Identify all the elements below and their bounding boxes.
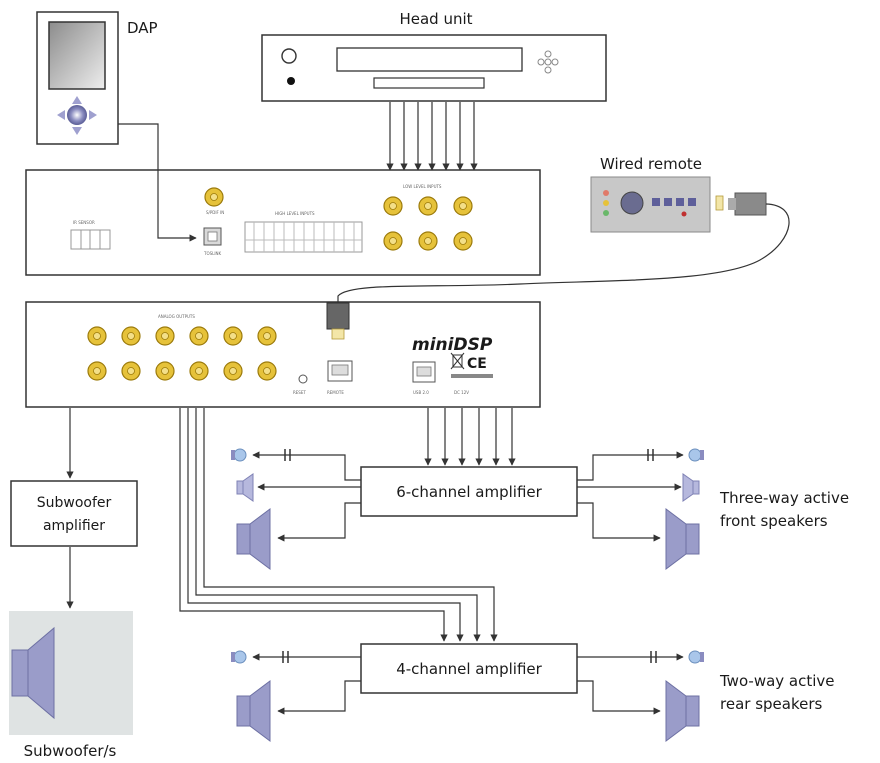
front-right-tweeter-icon	[688, 448, 704, 462]
six-channel-signal-wires	[424, 408, 516, 466]
remote-port-connector	[326, 302, 353, 382]
four-channel-amp-label: 4-channel amplifier	[396, 660, 542, 678]
dap-dpad-icon	[57, 96, 97, 135]
ce-mark: CE	[467, 356, 487, 372]
usb-port-icon	[412, 361, 436, 383]
processor-input-panel: IR SENSOR S/PDIF IN TOSLINK HIGH LEVEL I…	[25, 169, 541, 276]
terminal-block-left	[70, 229, 111, 250]
front-left-woofer-icon	[236, 508, 271, 570]
reset-button	[298, 374, 308, 384]
tiny-text-2: S/PDIF IN	[206, 210, 224, 215]
rear-left-tweeter-icon	[231, 650, 247, 664]
remote-button-4	[688, 198, 696, 206]
subwoofer-enclosure	[9, 611, 133, 735]
four-channel-signal-wires	[179, 408, 498, 642]
label-strip	[451, 374, 493, 378]
rear-right-woofer-icon	[665, 680, 700, 742]
dap-screen	[48, 21, 106, 90]
subwoofers-label: Subwoofer/s	[24, 742, 117, 760]
six-channel-amplifier-box	[360, 466, 578, 517]
remote-button-2	[664, 198, 672, 206]
analog-rca-outputs	[87, 326, 277, 381]
head-unit-display	[336, 47, 523, 72]
front-left-tweeter-icon	[231, 448, 247, 462]
remote-led-yellow-icon	[603, 200, 609, 206]
minidsp-logo: miniDSP	[412, 335, 493, 355]
head-unit-slot	[373, 77, 485, 89]
rear-right-speaker-wires	[577, 651, 684, 715]
tiny-text-3: TOSLINK	[203, 251, 222, 256]
front-right-midrange-icon	[682, 473, 700, 502]
remote-led-red-icon	[603, 190, 609, 196]
tiny-text-9: USB 2.0	[413, 390, 429, 395]
remote-led-green-icon	[603, 210, 609, 216]
remote-volume-knob-icon	[620, 191, 644, 215]
tiny-text-8: REMOTE	[327, 390, 344, 395]
weee-bin-icon	[450, 352, 465, 370]
wired-remote-label: Wired remote	[600, 155, 702, 173]
remote-plug-icon	[734, 192, 767, 216]
remote-button-1	[652, 198, 660, 206]
head-unit-power-icon	[287, 77, 295, 85]
high-level-terminal-block	[244, 221, 363, 253]
head-unit-device	[261, 34, 607, 102]
head-unit-buttons-icon	[537, 50, 559, 74]
front-right-woofer-icon	[665, 508, 700, 570]
rear-speakers-label-2: rear speakers	[720, 695, 822, 713]
six-channel-amp-label: 6-channel amplifier	[396, 483, 542, 501]
tiny-text-10: DC 12V	[454, 390, 469, 395]
front-speakers-label-2: front speakers	[720, 512, 828, 530]
front-speakers-label-1: Three-way active	[719, 489, 849, 507]
sub-amp-label-2: amplifier	[43, 518, 105, 534]
head-unit-knob-icon	[281, 48, 297, 64]
rear-left-woofer-icon	[236, 680, 271, 742]
remote-button-3	[676, 198, 684, 206]
rear-left-speaker-wires	[252, 651, 361, 715]
tiny-text-7: RESET	[293, 390, 306, 395]
dap-label: DAP	[127, 19, 158, 37]
remote-cable	[337, 203, 790, 303]
low-level-rca-inputs	[383, 196, 473, 251]
tiny-text-4: HIGH LEVEL INPUTS	[275, 211, 315, 216]
four-channel-amplifier-box	[360, 643, 578, 694]
tiny-text-5: LOW LEVEL INPUTS	[403, 184, 442, 189]
tiny-text-1: IR SENSOR	[73, 220, 95, 225]
wired-remote-device	[590, 176, 767, 233]
subwoofer-driver-icon	[11, 626, 55, 720]
dap-device	[36, 11, 119, 145]
rear-right-tweeter-icon	[688, 650, 704, 664]
subwoofer-amplifier-box	[10, 480, 138, 547]
tiny-text-6: ANALOG OUTPUTS	[158, 314, 195, 319]
dap-optical-cable	[118, 123, 197, 242]
front-left-midrange-icon	[236, 473, 254, 502]
head-unit-outputs	[386, 102, 478, 171]
front-right-speaker-wires	[577, 449, 684, 542]
sub-amp-label-1: Subwoofer	[37, 495, 112, 511]
head-unit-label: Head unit	[399, 10, 472, 28]
processor-output-panel: ANALOG OUTPUTS RESET REMOTE miniDSP	[25, 301, 541, 408]
front-left-speaker-wires	[252, 449, 361, 542]
rear-speakers-label-1: Two-way active	[719, 672, 835, 690]
